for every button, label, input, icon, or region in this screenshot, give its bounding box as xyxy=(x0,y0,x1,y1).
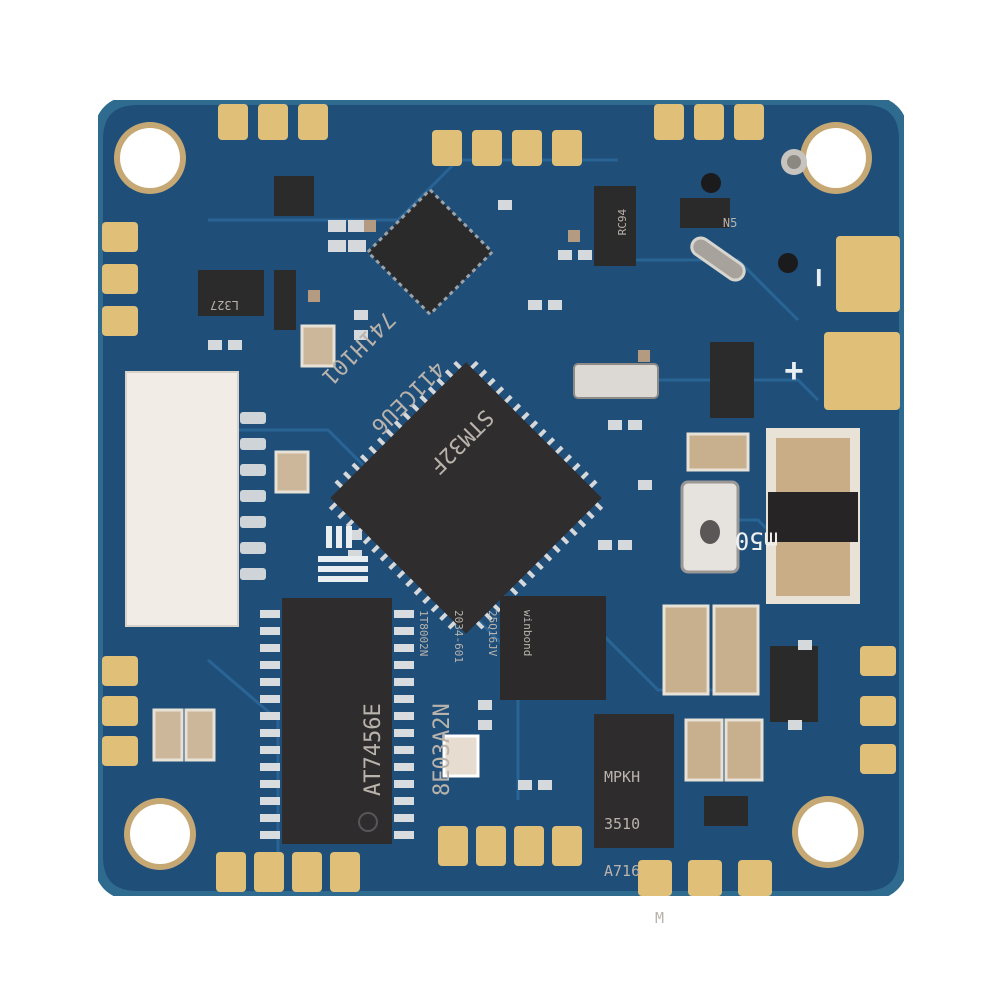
flash-line4: 1T8002N xyxy=(416,610,430,657)
mcu-line3: 741H101 xyxy=(316,306,400,390)
sot-left-marking: L327 xyxy=(210,286,268,324)
pcb-artwork xyxy=(98,100,904,896)
flash-line1: winbond xyxy=(520,610,534,657)
small-sot-marking: N5 xyxy=(694,204,737,242)
reg-line2: 3510 xyxy=(604,814,641,833)
plus-label: + xyxy=(784,352,804,390)
mcu-line2: 411CEU6 xyxy=(365,355,449,439)
flash-line3: 2034-601 xyxy=(451,610,465,663)
shunt-marking: m50 xyxy=(735,502,836,578)
sot-left-label: L327 xyxy=(210,298,239,313)
mcu-line1: STM32F xyxy=(423,404,498,479)
pcb-board: STM32F 411CEU6 741H101 AT7456E 8E03A2N w… xyxy=(98,100,904,926)
reg-line4: M xyxy=(654,909,664,928)
mounting-holes xyxy=(114,122,872,870)
sot-top-right-marking: RC94 xyxy=(605,209,640,262)
sot-top-right-label: RC94 xyxy=(615,208,629,236)
flash-chip-marking: winbond 25Q16JV 2034-601 1T8002N xyxy=(394,610,556,720)
regulator-chip-marking: MPKH 3510 A716 M xyxy=(604,738,668,959)
shunt-label: m50 xyxy=(734,526,779,555)
flash-line2: 25Q16JV xyxy=(486,610,500,657)
reg-line1: MPKH xyxy=(604,767,641,786)
plus-silkscreen: + xyxy=(784,352,804,391)
minus-label: − xyxy=(799,267,838,288)
minus-silkscreen: − xyxy=(798,268,837,288)
small-sot-label: N5 xyxy=(722,215,738,230)
osd-line1: AT7456E xyxy=(361,703,387,796)
reg-line3: A716 xyxy=(604,862,641,880)
